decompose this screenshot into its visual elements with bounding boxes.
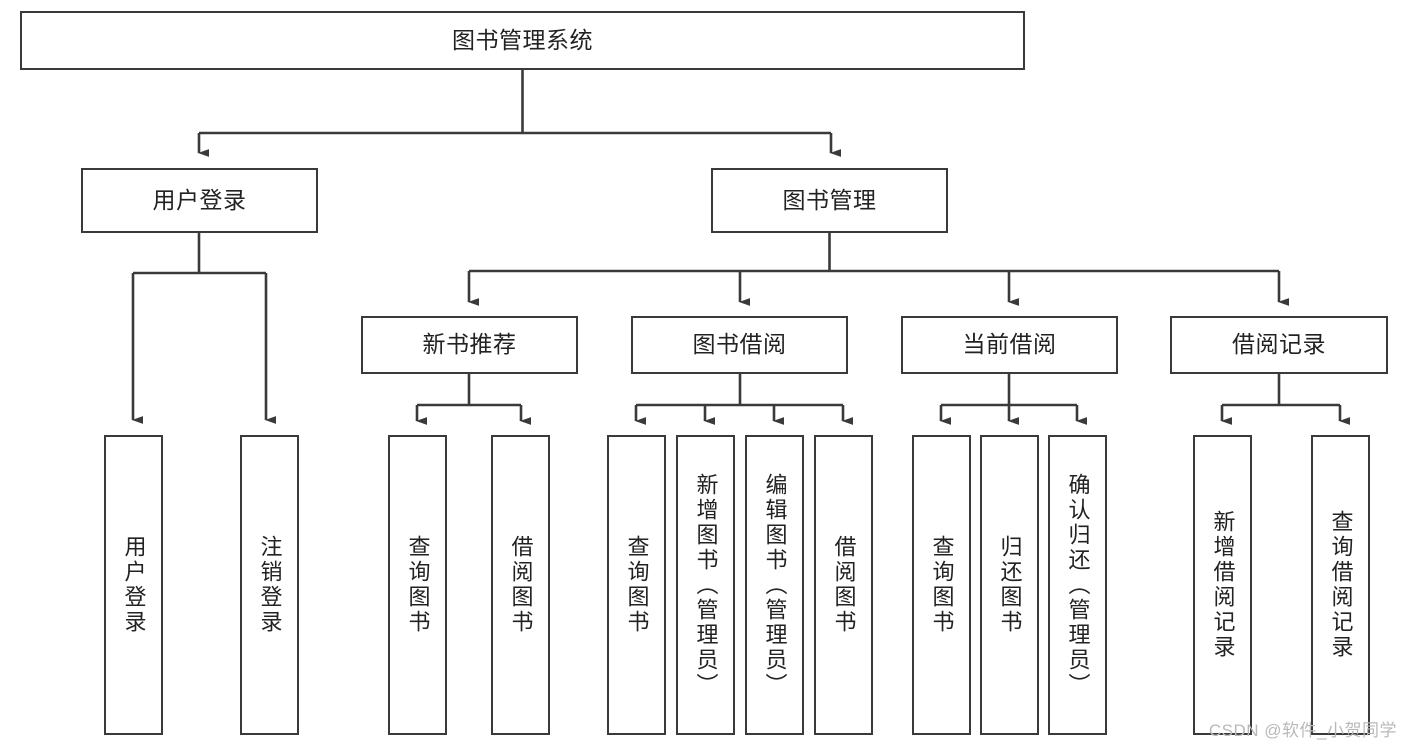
node-label: 图书管理系统 [452,26,593,53]
node-book-borrow[interactable]: 图书借阅 [631,316,848,374]
node-label: 查询图书 [929,535,955,635]
node-label: 确认归还（管理员） [1065,472,1091,698]
node-leaf-user-login[interactable]: 用户登录 [104,435,163,735]
node-leaf-query-book-borrow[interactable]: 查询图书 [607,435,666,735]
node-label: 查询图书 [405,535,431,635]
node-label: 查询图书 [624,535,650,635]
node-current-borrow[interactable]: 当前借阅 [901,316,1118,374]
node-label: 编辑图书（管理员） [762,472,788,698]
node-new-book-recommend[interactable]: 新书推荐 [361,316,578,374]
node-label: 查询借阅记录 [1328,510,1354,660]
node-leaf-query-book-recommend[interactable]: 查询图书 [388,435,447,735]
node-label: 图书管理 [782,186,877,213]
node-label: 注销登录 [257,535,283,635]
node-label: 借阅图书 [508,535,534,635]
node-leaf-edit-book-admin[interactable]: 编辑图书（管理员） [745,435,804,735]
node-root-book-management-system[interactable]: 图书管理系统 [20,11,1025,70]
node-leaf-query-borrow-record[interactable]: 查询借阅记录 [1311,435,1370,735]
node-leaf-user-logout[interactable]: 注销登录 [240,435,299,735]
watermark-text: CSDN @软件_小贺同学 [1208,721,1397,740]
node-user-login[interactable]: 用户登录 [81,168,318,233]
node-label: 借阅图书 [831,535,857,635]
node-label: 新书推荐 [422,331,517,358]
node-label: 用户登录 [152,186,247,213]
node-label: 新增借阅记录 [1210,510,1236,660]
node-label: 当前借阅 [962,331,1057,358]
node-leaf-borrow-book-recommend[interactable]: 借阅图书 [491,435,550,735]
node-borrow-record[interactable]: 借阅记录 [1170,316,1388,374]
node-label: 借阅记录 [1232,331,1326,358]
node-leaf-borrow-book-borrow[interactable]: 借阅图书 [814,435,873,735]
node-label: 归还图书 [997,535,1023,635]
node-book-management[interactable]: 图书管理 [711,168,948,233]
node-leaf-return-book[interactable]: 归还图书 [980,435,1039,735]
node-label: 用户登录 [121,535,147,635]
node-leaf-add-borrow-record[interactable]: 新增借阅记录 [1193,435,1252,735]
node-leaf-query-book-current[interactable]: 查询图书 [912,435,971,735]
node-label: 新增图书（管理员） [693,472,719,698]
node-leaf-add-book-admin[interactable]: 新增图书（管理员） [676,435,735,735]
node-label: 图书借阅 [692,331,787,358]
node-leaf-confirm-return-admin[interactable]: 确认归还（管理员） [1048,435,1107,735]
